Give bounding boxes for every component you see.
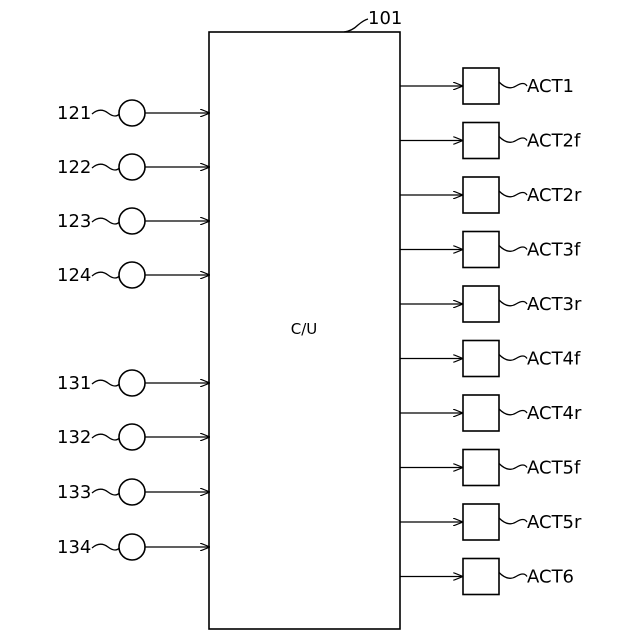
control-unit-ref: 101 (368, 8, 402, 29)
actuator-box (463, 559, 499, 595)
input-sensor: 122 (57, 154, 209, 180)
sensor-circle (119, 100, 145, 126)
output-actuator: ACT2r (400, 177, 582, 213)
input-leader-line (92, 380, 120, 386)
actuator-label: ACT2f (527, 131, 581, 152)
input-sensor: 131 (57, 370, 209, 396)
output-actuator: ACT4f (400, 341, 581, 377)
sensor-circle (119, 534, 145, 560)
input-leader-line (92, 544, 120, 550)
output-actuator: ACT2f (400, 123, 581, 159)
output-leader-line (499, 573, 527, 579)
input-leader-line (92, 434, 120, 440)
input-ref-label: 134 (57, 537, 91, 558)
input-ref-label: 122 (57, 157, 91, 178)
input-sensor: 134 (57, 534, 209, 560)
input-ref-label: 133 (57, 482, 91, 503)
actuator-box (463, 177, 499, 213)
actuator-label: ACT4r (527, 403, 582, 424)
output-leader-line (499, 518, 527, 524)
actuator-label: ACT3f (527, 240, 581, 261)
input-leader-line (92, 218, 120, 224)
output-leader-line (499, 137, 527, 143)
actuator-label: ACT4f (527, 349, 581, 370)
output-actuator: ACT1 (400, 68, 574, 104)
actuator-box (463, 123, 499, 159)
output-actuators: ACT1ACT2fACT2rACT3fACT3rACT4fACT4rACT5fA… (400, 68, 582, 595)
output-leader-line (499, 191, 527, 197)
output-actuator: ACT5f (400, 450, 581, 486)
input-leader-line (92, 272, 120, 278)
output-leader-line (499, 82, 527, 88)
output-actuator: ACT3f (400, 232, 581, 268)
actuator-box (463, 232, 499, 268)
input-leader-line (92, 489, 120, 495)
input-ref-label: 124 (57, 265, 91, 286)
actuator-box (463, 286, 499, 322)
input-leader-line (92, 164, 120, 170)
actuator-label: ACT5f (527, 458, 581, 479)
input-leader-line (92, 110, 120, 116)
input-sensor: 124 (57, 262, 209, 288)
actuator-box (463, 341, 499, 377)
input-sensor: 123 (57, 208, 209, 234)
sensor-circle (119, 262, 145, 288)
control-unit-leader (344, 19, 368, 32)
input-ref-label: 123 (57, 211, 91, 232)
sensor-circle (119, 370, 145, 396)
input-sensors: 121 122 123 124 131 132 133 134 (57, 100, 209, 560)
output-leader-line (499, 355, 527, 361)
sensor-circle (119, 424, 145, 450)
output-actuator: ACT6 (400, 559, 574, 595)
actuator-label: ACT1 (527, 76, 574, 97)
output-leader-line (499, 409, 527, 415)
output-actuator: ACT5r (400, 504, 582, 540)
input-ref-label: 131 (57, 373, 91, 394)
actuator-label: ACT5r (527, 512, 582, 533)
control-unit: C/U 101 (209, 8, 402, 629)
input-sensor: 121 (57, 100, 209, 126)
sensor-circle (119, 479, 145, 505)
input-ref-label: 121 (57, 103, 91, 124)
sensor-circle (119, 154, 145, 180)
output-leader-line (499, 300, 527, 306)
actuator-box (463, 395, 499, 431)
control-unit-label: C/U (291, 320, 318, 338)
output-leader-line (499, 464, 527, 470)
input-sensor: 133 (57, 479, 209, 505)
actuator-box (463, 450, 499, 486)
sensor-circle (119, 208, 145, 234)
actuator-label: ACT3r (527, 294, 582, 315)
actuator-label: ACT2r (527, 185, 582, 206)
input-ref-label: 132 (57, 427, 91, 448)
actuator-label: ACT6 (527, 567, 574, 588)
output-actuator: ACT3r (400, 286, 582, 322)
actuator-box (463, 504, 499, 540)
actuator-box (463, 68, 499, 104)
output-leader-line (499, 246, 527, 252)
output-actuator: ACT4r (400, 395, 582, 431)
input-sensor: 132 (57, 424, 209, 450)
